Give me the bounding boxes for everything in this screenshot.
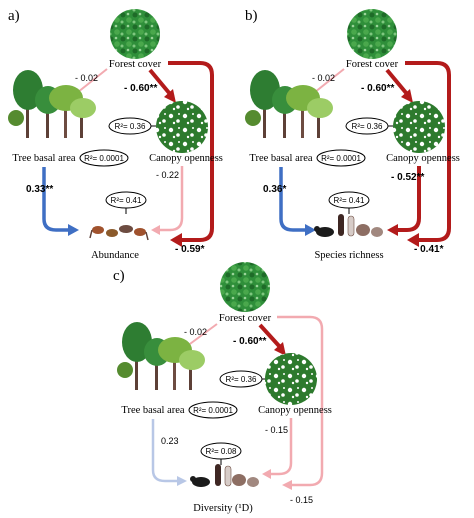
response-label: Species richness (314, 250, 383, 261)
coef-forest-basal-area: - 0.02 (184, 327, 207, 337)
arrowhead (151, 225, 160, 235)
path-canopy-to-response (269, 418, 293, 476)
arrowhead (407, 233, 419, 247)
path-canopy-to-response (158, 166, 184, 232)
arrowhead (282, 480, 292, 490)
coef-basal-area-response: 0.33** (26, 184, 53, 195)
path-basal-area-to-response (151, 419, 179, 483)
forest-cover-label: Forest cover (346, 59, 399, 70)
path-forest-to-response (277, 315, 324, 487)
r2-canopy: R²= 0.36 (115, 122, 146, 131)
canopy-openness-label: Canopy openness (149, 153, 223, 164)
tree-basal-area-label: Tree basal area (12, 153, 76, 164)
mammal-illustration (89, 225, 149, 241)
response-label: Abundance (91, 250, 139, 261)
forest-cover-label: Forest cover (219, 313, 272, 324)
tree-basal-area-label: Tree basal area (249, 153, 313, 164)
r2-basal-bubble (79, 149, 129, 167)
path-forest-to-response (405, 61, 451, 242)
forest-cover-image (347, 9, 397, 59)
r2-canopy: R²= 0.36 (226, 375, 257, 384)
r2-response: R²= 0.08 (206, 447, 237, 456)
r2-basal-bubble (316, 149, 366, 167)
mammal-illustration (190, 464, 259, 487)
r2-basal-area: R²= 0.0001 (321, 154, 361, 163)
forest-cover-image (110, 9, 160, 59)
tree-illustration (117, 322, 205, 390)
coef-forest-canopy: - 0.60** (233, 336, 266, 347)
forest-cover-label: Forest cover (109, 59, 162, 70)
coef-forest-canopy: - 0.60** (361, 83, 394, 94)
panel-label: c) (113, 268, 125, 284)
arrowhead (401, 89, 413, 103)
arrowhead (164, 89, 176, 103)
arrowhead (68, 224, 79, 236)
coef-forest-response: - 0.59* (175, 244, 205, 255)
r2-response: R²= 0.41 (334, 196, 365, 205)
r2-canopy: R²= 0.36 (352, 122, 383, 131)
tree-illustration (245, 70, 333, 138)
arrowhead (177, 476, 187, 486)
canopy-openness-image (265, 353, 317, 405)
response-label: Diversity (¹D) (193, 503, 253, 514)
coef-forest-basal-area: - 0.02 (312, 73, 335, 83)
coef-basal-area-response: 0.23 (161, 436, 179, 446)
coef-canopy-response: - 0.52** (391, 172, 424, 183)
panel-label: b) (245, 8, 258, 24)
coef-forest-canopy: - 0.60** (124, 83, 157, 94)
tree-illustration (8, 70, 96, 138)
r2-basal-bubble (188, 401, 238, 419)
r2-basal-area: R²= 0.0001 (193, 406, 233, 415)
path-forest-to-canopy (258, 323, 282, 349)
canopy-openness-label: Canopy openness (386, 153, 460, 164)
canopy-openness-label: Canopy openness (258, 405, 332, 416)
arrowhead (387, 224, 398, 236)
panel-c: c) Forest cover - 0.02 - 0.60** - 0.15 R… (113, 262, 332, 514)
path-canopy-to-response (395, 166, 421, 232)
arrowhead (274, 342, 286, 356)
canopy-openness-image (156, 101, 208, 153)
path-basal-area-to-response (279, 167, 307, 232)
mammal-illustration (314, 214, 383, 237)
path-forest-to-canopy (148, 68, 172, 96)
path-forest-to-canopy (385, 68, 409, 96)
coef-forest-response: - 0.41* (414, 244, 444, 255)
r2-response: R²= 0.41 (111, 196, 142, 205)
path-basal-area-to-response (42, 167, 70, 232)
canopy-openness-image (393, 101, 445, 153)
coef-basal-area-response: 0.36* (263, 184, 286, 195)
arrowhead (170, 233, 182, 247)
arrowhead (262, 469, 271, 479)
tree-basal-area-label: Tree basal area (121, 405, 185, 416)
coef-canopy-response: - 0.22 (156, 170, 179, 180)
arrowhead (305, 224, 316, 236)
path-forest-to-response (168, 61, 214, 242)
coef-forest-basal-area: - 0.02 (75, 73, 98, 83)
panel-a: a) Forest cover - 0.02 - 0.60** - 0.59* … (8, 8, 223, 261)
panel-b: b) Forest cover - 0.02 - 0.60** - 0.41* … (245, 8, 460, 261)
coef-forest-response: - 0.15 (290, 495, 313, 505)
coef-canopy-response: - 0.15 (265, 425, 288, 435)
panel-label: a) (8, 8, 20, 24)
forest-cover-image (220, 262, 270, 312)
r2-basal-area: R²= 0.0001 (84, 154, 124, 163)
